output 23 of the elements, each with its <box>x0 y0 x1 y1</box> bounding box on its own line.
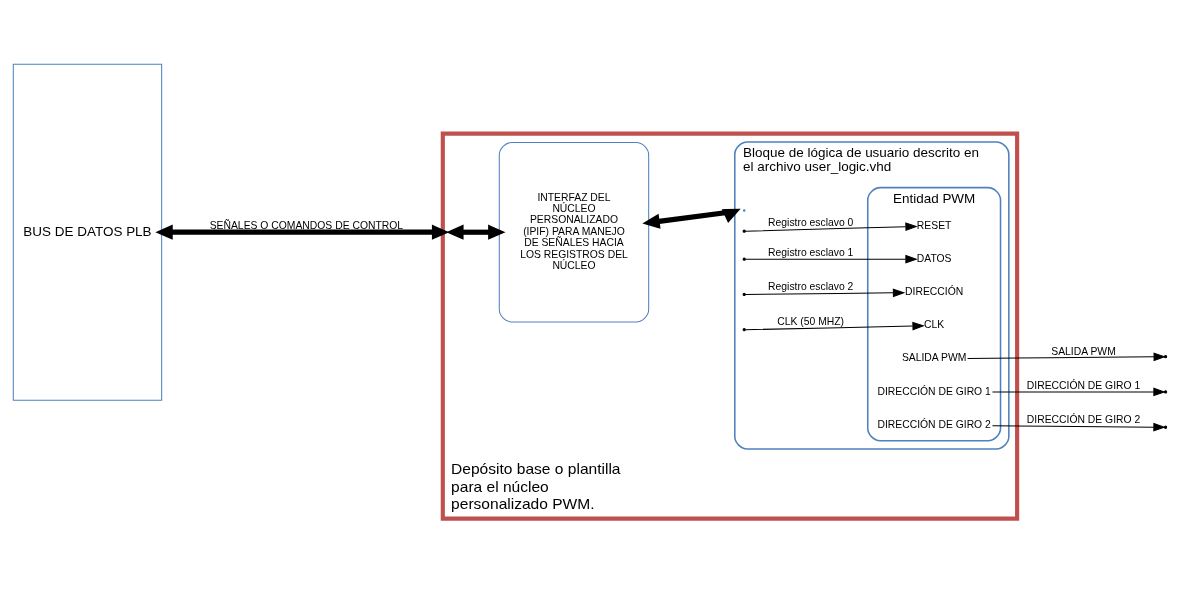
arrow <box>744 287 906 297</box>
edge-label: Registro esclavo 1 <box>768 246 854 258</box>
arrow <box>744 254 918 264</box>
arrow <box>744 321 925 330</box>
edge-label: Registro esclavo 0 <box>768 216 854 228</box>
node-text: RESET <box>916 219 952 231</box>
edge-label: DIRECCIÓN DE GIRO 1 <box>1026 379 1141 391</box>
edge-label: CLK (50 MHZ) <box>777 315 845 327</box>
node-box: INTERFAZ DEL NÚCLEO PERSONALIZADO (IPIF) PARA MANEJO DE SEÑALES HACIA LOS REGISTROS DEL NÚCLEO <box>498 141 650 322</box>
edge-label: SALIDA PWM <box>1051 345 1116 357</box>
node-text: CLK <box>924 318 945 330</box>
arrow <box>642 208 741 229</box>
edge-label: DIRECCIÓN DE GIRO 2 <box>1026 413 1141 425</box>
node-text: SALIDA PWM <box>901 351 967 363</box>
edge-label: Registro esclavo 2 <box>768 280 854 292</box>
node-text: DATOS <box>916 252 952 264</box>
node-text: DIRECCIÓN <box>905 285 964 297</box>
edge-label: SEÑALES O COMANDOS DE CONTROL <box>209 219 404 231</box>
arrow <box>446 224 506 240</box>
node-text: DIRECCIÓN DE GIRO 2 <box>877 418 991 430</box>
arrow <box>155 224 450 240</box>
node-text: DIRECCIÓN DE GIRO 1 <box>877 385 991 397</box>
node-box: BUS DE DATOS PLB <box>12 63 163 401</box>
